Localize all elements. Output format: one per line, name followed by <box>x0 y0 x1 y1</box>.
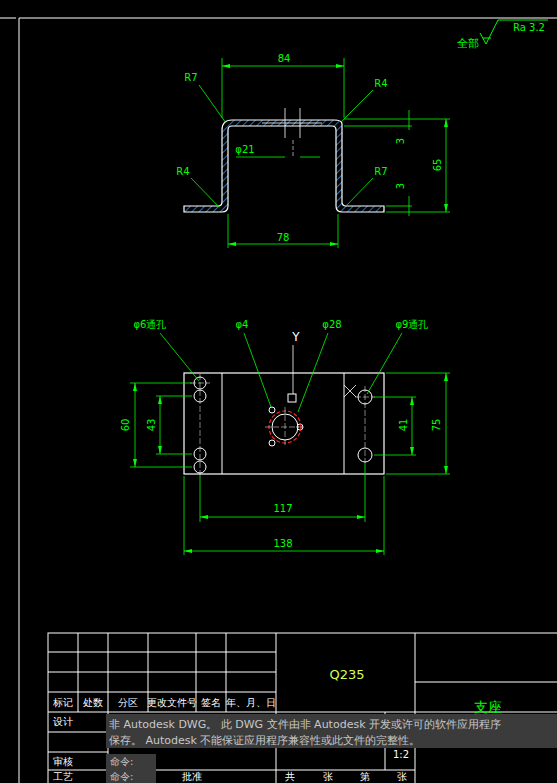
title-block-text: 处数 <box>83 698 103 708</box>
dimension-text: R4 <box>373 79 388 89</box>
title-block-text: 工艺 <box>53 772 73 782</box>
dimension-text: R7 <box>373 167 388 177</box>
dimension-text: Y <box>291 331 300 343</box>
dimension-text: φ6通孔 <box>133 320 168 330</box>
title-block-text: 第 <box>360 772 370 782</box>
dimension-text: 78 <box>276 233 291 243</box>
dimension-text: 41 <box>399 419 409 432</box>
title-block-text: 更改文件号 <box>147 698 197 708</box>
dimension-text: 65 <box>433 159 443 172</box>
title-block-text: 命令: <box>110 772 133 782</box>
dimension-text: 全部 <box>456 38 480 49</box>
warning-text: 保存。 Autodesk 不能保证应用程序兼容性或此文件的完整性。 <box>109 735 420 746</box>
dimension-text: 60 <box>121 419 131 432</box>
title-block-text: 支座 <box>474 700 502 714</box>
title-block-text: 张 <box>323 772 333 782</box>
title-block-text: 张 <box>397 772 407 782</box>
title-block-text: 标记 <box>53 698 73 708</box>
dimension-text: R4 <box>175 167 190 177</box>
warning-text: 非 Autodesk DWG。 此 DWG 文件由非 Autodesk 开发或许… <box>109 719 501 730</box>
dimension-text: φ28 <box>321 320 342 330</box>
title-block-text: 设计 <box>53 717 73 727</box>
dimension-text: φ21 <box>234 145 255 155</box>
dimension-text: Ra 3.2 <box>512 23 546 33</box>
title-block-text: 共 <box>285 772 295 782</box>
dimension-text: 138 <box>272 539 293 549</box>
dimension-text: φ4 <box>235 320 250 330</box>
title-block-text: 审核 <box>53 757 73 767</box>
dimension-text: 117 <box>272 504 293 514</box>
title-block-text: 1:2 <box>393 750 409 760</box>
title-block-text: Q235 <box>329 668 364 681</box>
dimension-text: 84 <box>277 54 292 64</box>
title-block-text: 年、月、日 <box>226 698 276 708</box>
dimension-text: 3 <box>396 138 406 144</box>
dimension-text: 3 <box>396 183 406 189</box>
title-block-text: 签名 <box>201 698 221 708</box>
title-block-text: 批准 <box>182 772 202 782</box>
title-block-text: 分区 <box>118 698 138 708</box>
dimension-text: R7 <box>183 73 198 83</box>
dimension-text: 43 <box>147 419 157 432</box>
title-block-text: 命令: <box>110 757 133 767</box>
dimension-text: 75 <box>432 419 442 432</box>
dimension-text: φ9通孔 <box>395 320 430 330</box>
